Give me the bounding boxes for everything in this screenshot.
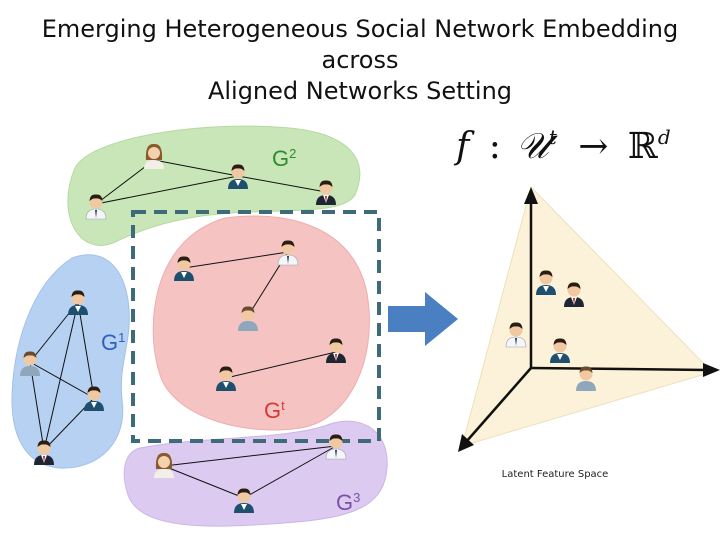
axis-arrowhead-diagonal [458,434,474,452]
slide-title: Emerging Heterogeneous Social Network Em… [0,14,720,107]
title-line-1: Emerging Heterogeneous Social Network Em… [41,15,679,74]
axis-arrowhead-up [524,187,538,204]
network-label-g1: G1 [101,330,125,355]
latent-space-plane [461,186,713,447]
latent-space-caption: Latent Feature Space [501,469,609,480]
network-g2-region [67,125,361,246]
axis-arrowhead-right [703,363,720,377]
network-g3-edges [163,445,337,499]
network-label-g3: G3 [336,490,360,515]
network-gt-region [152,215,370,431]
mapping-arrow [388,292,458,346]
embedding-function-formula: f : 𝒰t → ℝd [453,112,671,167]
title-line-2: Aligned Networks Setting [207,77,513,105]
emerging-network-dashed-box [131,210,381,443]
latent-space-axes [465,198,709,443]
network-label-gt: Gt [264,398,285,423]
network-g1-edges [29,301,95,451]
network-label-g2: G2 [272,146,296,171]
network-g1-region [11,254,130,469]
